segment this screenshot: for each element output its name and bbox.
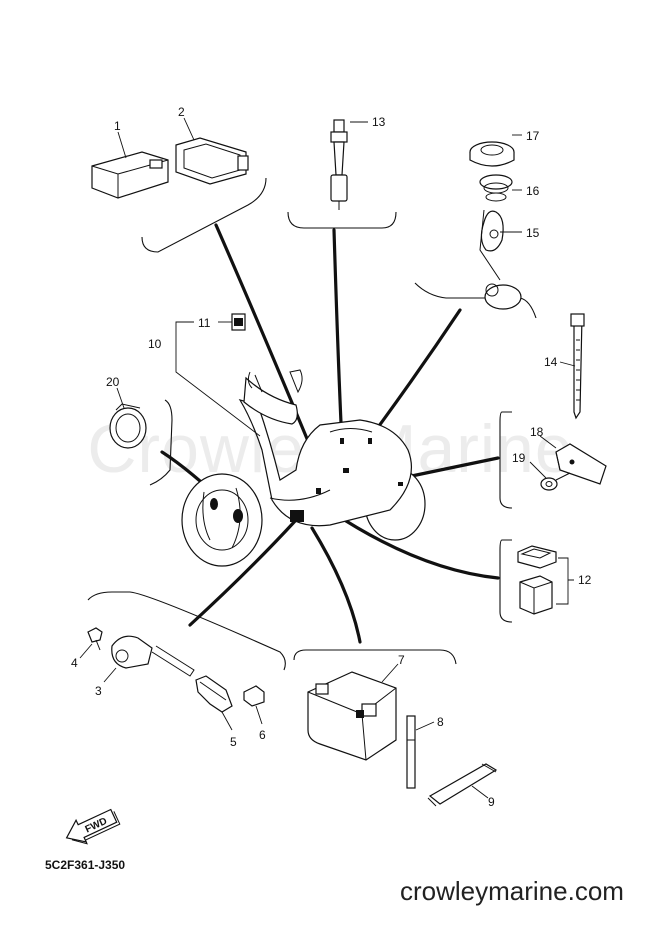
part-8-tube [406, 715, 416, 789]
callout-4: 4 [71, 656, 78, 670]
callout-7: 7 [398, 653, 405, 667]
callout-17: 17 [526, 129, 540, 143]
part-1-cdi-unit [91, 151, 169, 199]
part-6-cap [243, 685, 265, 707]
part-7-battery [307, 671, 397, 761]
callout-8: 8 [437, 715, 444, 729]
leader-lines [79, 117, 576, 799]
part-11-fuse [231, 313, 246, 331]
part-5-plug-cap [195, 675, 233, 713]
wire-to-group-3-6 [188, 518, 298, 627]
callout-14: 14 [544, 355, 558, 369]
callout-9: 9 [488, 795, 495, 809]
part-4-bolt [87, 627, 103, 651]
frame-group-15-17 [414, 282, 537, 319]
fwd-label: FWD [84, 816, 109, 836]
part-2-cover [175, 137, 249, 185]
fwd-arrow-icon: FWD [65, 808, 121, 845]
callout-5: 5 [230, 735, 237, 749]
callout-3: 3 [95, 684, 102, 698]
diagram-code: 5C2F361-J350 [45, 858, 126, 872]
frame-group-13 [287, 211, 397, 229]
part-13-switch [330, 119, 348, 210]
callout-12: 12 [578, 573, 592, 587]
callout-6: 6 [259, 728, 266, 742]
wire-to-group-18-19 [400, 456, 500, 480]
battery-location-mark [290, 510, 304, 522]
callout-19: 19 [512, 451, 526, 465]
part-3-ignition-coil [111, 635, 195, 677]
wire-to-group-7-9 [310, 526, 362, 644]
callout-18: 18 [530, 425, 544, 439]
part-18-relay [555, 443, 607, 485]
callout-10: 10 [148, 337, 162, 351]
part-19-nut [540, 472, 571, 491]
wire-to-group-13 [332, 228, 344, 447]
part-20-horn [109, 403, 147, 449]
frame-group-12 [499, 539, 513, 623]
frame-group-3-6 [87, 591, 286, 671]
callout-11: 11 [198, 316, 211, 330]
part-15-fuel-sender [479, 209, 522, 310]
callout-1: 1 [114, 119, 121, 133]
part-16-sender-plate [479, 174, 513, 202]
wire-to-group-15-17 [374, 308, 462, 432]
frame-group-20 [149, 399, 173, 486]
frame-group-7-9 [293, 649, 457, 665]
callout-20: 20 [106, 375, 120, 389]
part-12-relay-assy [517, 545, 574, 615]
frame-group-18-19 [499, 411, 513, 509]
wire-to-group-12 [330, 510, 500, 580]
website-label[interactable]: crowleymarine.com [400, 876, 624, 906]
callout-13: 13 [372, 115, 386, 129]
part-9-battery-band [427, 763, 498, 807]
part-17-grommet [469, 141, 515, 167]
scooter-outline [181, 369, 426, 567]
frame-group-1-2 [141, 177, 267, 253]
part-14-band [570, 313, 585, 420]
callout-16: 16 [526, 184, 540, 198]
callout-2: 2 [178, 105, 185, 119]
callout-15: 15 [526, 226, 540, 240]
wire-to-group-1-2 [214, 223, 322, 472]
